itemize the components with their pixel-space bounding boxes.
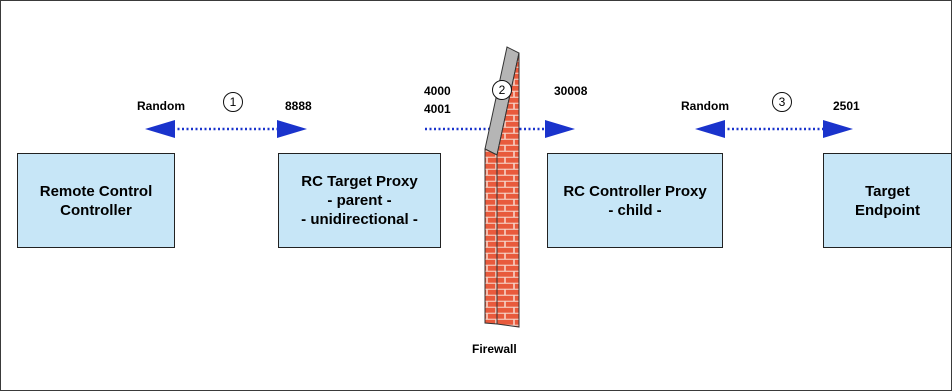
node-rc-controller-proxy: RC Controller Proxy - child - xyxy=(547,153,723,248)
node-target-endpoint: Target Endpoint xyxy=(823,153,952,248)
node-label-line: Remote Control xyxy=(39,182,153,200)
node-rc-target-proxy: RC Target Proxy - parent - - unidirectio… xyxy=(278,153,441,248)
node-label-line: - child - xyxy=(608,201,662,219)
arrowhead-left xyxy=(695,120,725,138)
node-label-line: Endpoint xyxy=(855,201,920,219)
connection-1-number: 1 xyxy=(223,92,243,112)
node-label-line: Target xyxy=(865,182,910,200)
arrowhead-right xyxy=(277,120,307,138)
connection-1-left-port: Random xyxy=(137,99,185,113)
connection-2-arrow xyxy=(425,120,575,138)
connection-1-arrow xyxy=(145,120,307,138)
connection-2-number: 2 xyxy=(492,80,512,100)
connection-3-number: 3 xyxy=(772,92,792,112)
connection-1-right-port: 8888 xyxy=(285,99,312,113)
connection-2-left-port-a: 4000 xyxy=(424,84,451,98)
connection-3-arrow xyxy=(695,120,853,138)
connection-2-right-port: 30008 xyxy=(554,84,588,98)
node-label-line: - unidirectional - xyxy=(301,211,418,228)
connection-3-left-port: Random xyxy=(681,99,729,113)
arrowhead-right xyxy=(545,120,575,138)
firewall-label: Firewall xyxy=(472,342,517,356)
node-label-line: RC Target Proxy xyxy=(301,173,418,190)
node-label-line: - parent - xyxy=(327,192,392,209)
connection-3-right-port: 2501 xyxy=(833,99,860,113)
node-label-line: Controller xyxy=(60,201,132,219)
arrowhead-left xyxy=(145,120,175,138)
arrowhead-right xyxy=(823,120,853,138)
node-remote-control-controller: Remote Control Controller xyxy=(17,153,175,248)
node-label-line: RC Controller Proxy xyxy=(563,182,707,200)
connection-2-left-port-b: 4001 xyxy=(424,102,451,116)
